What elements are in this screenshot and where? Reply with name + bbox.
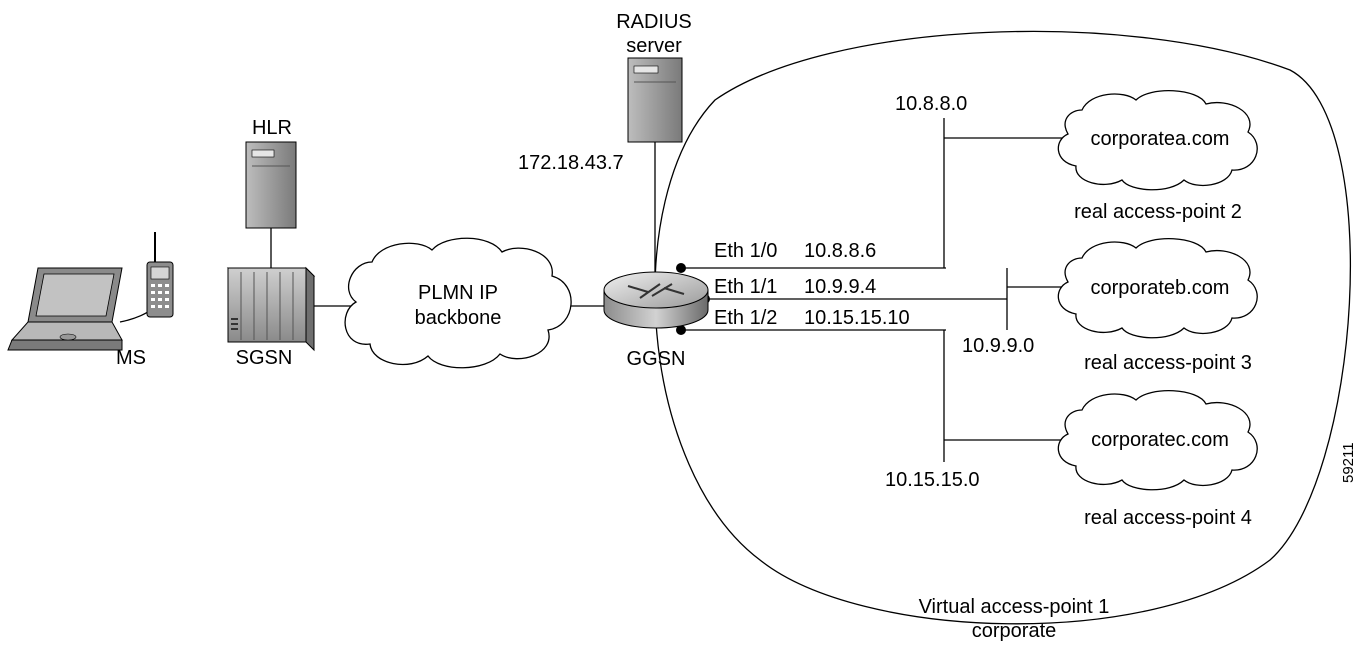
plmn-cloud-icon — [344, 237, 572, 369]
eth10-name-label: Eth 1/0 — [714, 240, 777, 262]
radius-label-line1: RADIUS — [616, 11, 692, 33]
radius-server-icon — [627, 57, 683, 143]
corporatea-cloud-icon — [1057, 90, 1258, 191]
real-ap-4-label: real access-point 4 — [1084, 507, 1252, 529]
virtual-ap-label-line2: corporate — [972, 620, 1057, 642]
eth11-name-label: Eth 1/1 — [714, 276, 777, 298]
subnet-10-15-15-0-label: 10.15.15.0 — [885, 469, 980, 491]
real-ap-3-label: real access-point 3 — [1084, 352, 1252, 374]
corporatec-cloud-icon — [1057, 390, 1258, 491]
hlr-label: HLR — [252, 117, 292, 139]
radius-ip-label: 172.18.43.7 — [518, 152, 624, 174]
ms-label: MS — [116, 347, 146, 369]
figure-id-label: 59211 — [1340, 442, 1357, 483]
corporatea-label: corporatea.com — [1091, 128, 1230, 150]
connection-lines — [119, 118, 1063, 462]
switch-chassis-icon — [226, 266, 316, 352]
radius-label-line2: server — [626, 35, 682, 57]
eth10-ip-label: 10.8.8.6 — [804, 240, 876, 262]
eth12-ip-label: 10.15.15.10 — [804, 307, 910, 329]
eth11-ip-label: 10.9.9.4 — [804, 276, 876, 298]
virtual-ap-label-line1: Virtual access-point 1 — [919, 596, 1110, 618]
subnet-10-9-9-0-label: 10.9.9.0 — [962, 335, 1034, 357]
sgsn-label: SGSN — [236, 347, 293, 369]
plmn-label-line2: backbone — [415, 307, 502, 329]
corporateb-label: corporateb.com — [1091, 277, 1230, 299]
corporateb-cloud-icon — [1057, 238, 1258, 339]
plmn-label-line1: PLMN IP — [418, 282, 498, 304]
eth12-dot — [676, 325, 686, 335]
corporatec-label: corporatec.com — [1091, 429, 1229, 451]
subnet-10-8-8-0-label: 10.8.8.0 — [895, 93, 967, 115]
real-ap-2-label: real access-point 2 — [1074, 201, 1242, 223]
router-icon — [603, 271, 709, 329]
virtual-access-point-boundary — [654, 30, 1352, 625]
eth10-dot — [676, 263, 686, 273]
eth12-name-label: Eth 1/2 — [714, 307, 777, 329]
hlr-server-icon — [245, 141, 297, 229]
ggsn-label: GGSN — [627, 348, 686, 370]
laptop-phone-icon — [7, 232, 174, 351]
